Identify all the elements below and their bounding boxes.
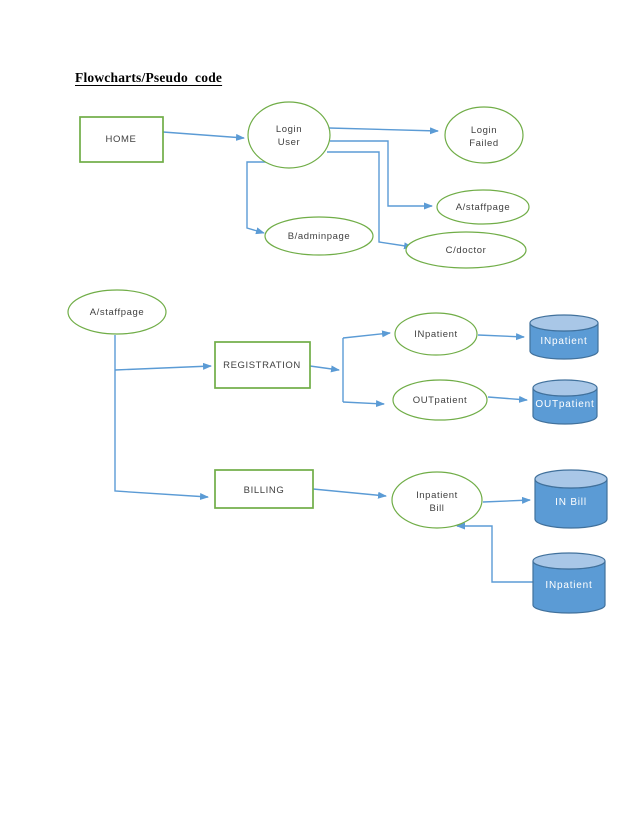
inpatient-bill-label-line2: Bill: [429, 503, 444, 514]
connector-login-user-to-doctor: [327, 151, 413, 250]
node-adminpage-branch: B/adminpage: [264, 216, 374, 256]
node-in-bill-db: IN Bill: [534, 469, 608, 529]
node-home: HOME: [79, 116, 164, 163]
outpatient-process-ellipse: [392, 379, 488, 421]
billing-box: [214, 469, 314, 509]
in-bill-db-top: [534, 469, 608, 489]
staffpage-branch-ellipse: [436, 189, 530, 225]
inpatient-bill-ellipse: [391, 471, 483, 529]
adminpage-branch-label: B/adminpage: [288, 231, 351, 242]
inpatient-process-ellipse: [394, 312, 478, 356]
staffpage-start-ellipse: [67, 289, 167, 335]
node-outpatient-db: OUTpatient: [532, 379, 598, 425]
node-inpatient-bill: Inpatient Bill: [391, 471, 483, 529]
connector-inpatient-to-inpatient-db: [477, 333, 525, 341]
node-billing: BILLING: [214, 469, 314, 509]
inpatient-db-bottom-top: [532, 552, 606, 570]
inpatient-process-label: INpatient: [414, 329, 457, 340]
inpatient-db-bottom-label: INpatient: [545, 580, 592, 591]
login-failed-label-line2: Failed: [469, 138, 498, 149]
home-label: HOME: [106, 134, 137, 145]
connector-inpatient-bill-to-in-bill-db: [482, 496, 531, 504]
login-failed-ellipse: [444, 106, 524, 164]
login-user-ellipse: [247, 101, 331, 169]
connector-junction-to-inpatient: [342, 330, 391, 339]
connector-staffpage-to-registration: [114, 362, 212, 371]
connector-inpatient-db-bottom-to-inpatient-bill: [456, 522, 533, 583]
page-title: Flowcharts/Pseudo code: [75, 70, 223, 85]
node-login-user: Login User: [247, 101, 331, 169]
registration-box: [214, 341, 311, 389]
connector-registration-to-junction: [309, 365, 340, 373]
connector-login-user-to-login-failed: [328, 127, 439, 135]
node-inpatient-db: INpatient: [529, 314, 599, 360]
login-failed-label-line1: Login: [471, 125, 497, 136]
connector-staffpage-to-billing: [114, 335, 209, 500]
node-outpatient-process: OUTpatient: [392, 379, 488, 421]
doctor-branch-label: C/doctor: [446, 245, 487, 256]
staffpage-branch-label: A/staffpage: [456, 202, 511, 213]
node-registration: REGISTRATION: [214, 341, 311, 389]
node-staffpage-branch: A/staffpage: [436, 189, 530, 225]
adminpage-branch-ellipse: [264, 216, 374, 256]
billing-label: BILLING: [244, 485, 285, 496]
node-login-failed: Login Failed: [444, 106, 524, 164]
connector-outpatient-to-outpatient-db: [487, 395, 528, 403]
outpatient-db-top: [532, 379, 598, 397]
outpatient-db-label: OUTpatient: [535, 399, 594, 410]
connector-login-user-to-adminpage: [246, 161, 271, 235]
login-user-label-line1: Login: [276, 124, 302, 135]
node-inpatient-process: INpatient: [394, 312, 478, 356]
node-staffpage-start: A/staffpage: [67, 289, 167, 335]
node-doctor-branch: C/doctor: [405, 231, 527, 269]
registration-label: REGISTRATION: [223, 360, 301, 371]
connector-home-to-login-user: [162, 131, 245, 141]
inpatient-db-label: INpatient: [540, 336, 587, 347]
node-inpatient-db-bottom: INpatient: [532, 552, 606, 614]
doctor-branch-ellipse: [405, 231, 527, 269]
inpatient-db-top: [529, 314, 599, 332]
connector-billing-to-inpatient-bill: [312, 488, 387, 499]
inpatient-bill-label-line1: Inpatient: [416, 490, 458, 501]
staffpage-start-label: A/staffpage: [90, 307, 145, 318]
home-box: [79, 116, 164, 163]
connector-login-user-to-staffpage: [330, 140, 433, 210]
connector-junction-to-outpatient: [342, 400, 385, 408]
login-user-label-line2: User: [278, 137, 300, 148]
in-bill-db-label: IN Bill: [555, 497, 587, 508]
outpatient-process-label: OUTpatient: [413, 395, 468, 406]
